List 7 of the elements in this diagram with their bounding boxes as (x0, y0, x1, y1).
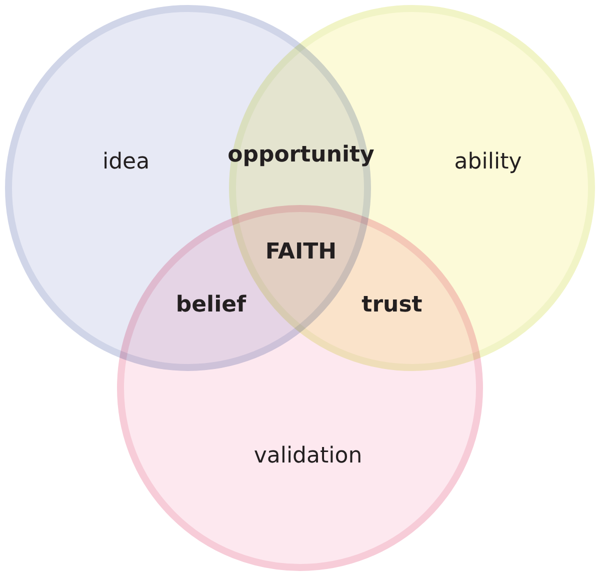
circle-label: validation (254, 443, 362, 469)
overlap-label: opportunity (228, 142, 374, 168)
overlap-label: belief (176, 292, 246, 318)
overlap-label: FAITH (265, 239, 337, 265)
circle-label: ability (454, 149, 522, 175)
overlap-label: trust (362, 292, 422, 318)
circle-label: idea (102, 149, 150, 175)
